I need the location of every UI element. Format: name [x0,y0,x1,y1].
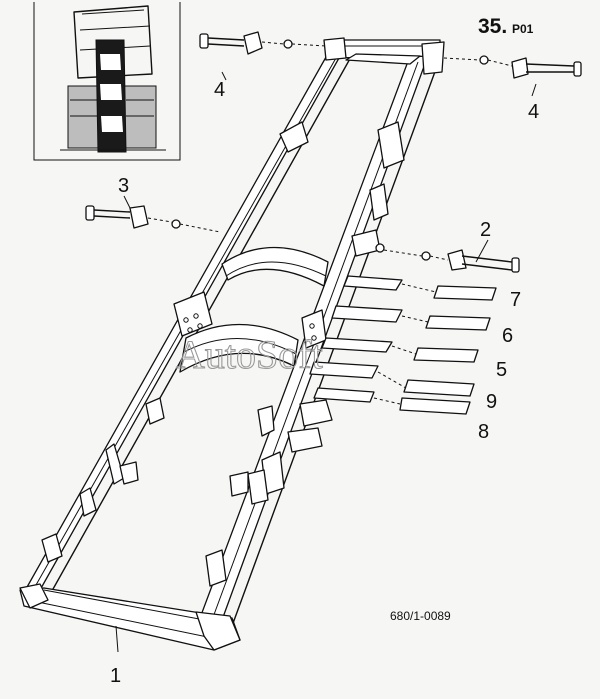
bolt-4-right [443,55,582,79]
callout-5: 5 [496,359,507,381]
leader-lines [115,71,537,653]
callout-4-right: 4 [528,101,539,123]
page-number: 35. P01 [478,15,534,38]
chassis-frame [19,37,445,651]
callout-6: 6 [502,325,513,347]
callout-3: 3 [118,175,129,197]
reinforcement-plates-exploded [373,283,497,415]
callout-9: 9 [486,391,497,413]
callout-8: 8 [478,421,489,443]
drawing-code: 680/1-0089 [390,609,451,623]
bolt-3 [85,205,221,233]
truck-inset [33,2,181,161]
reinforcement-plates-installed [309,275,403,403]
watermark-text: AutoSoft [176,332,323,377]
page-number-main: 35. [478,15,507,38]
callout-2: 2 [480,219,491,241]
page-number-suffix: P01 [512,22,534,36]
callout-7: 7 [510,289,521,311]
bolt-2 [375,243,520,273]
callout-4-left: 4 [214,79,225,101]
bolt-4-left [199,31,327,55]
callout-1: 1 [110,665,121,687]
